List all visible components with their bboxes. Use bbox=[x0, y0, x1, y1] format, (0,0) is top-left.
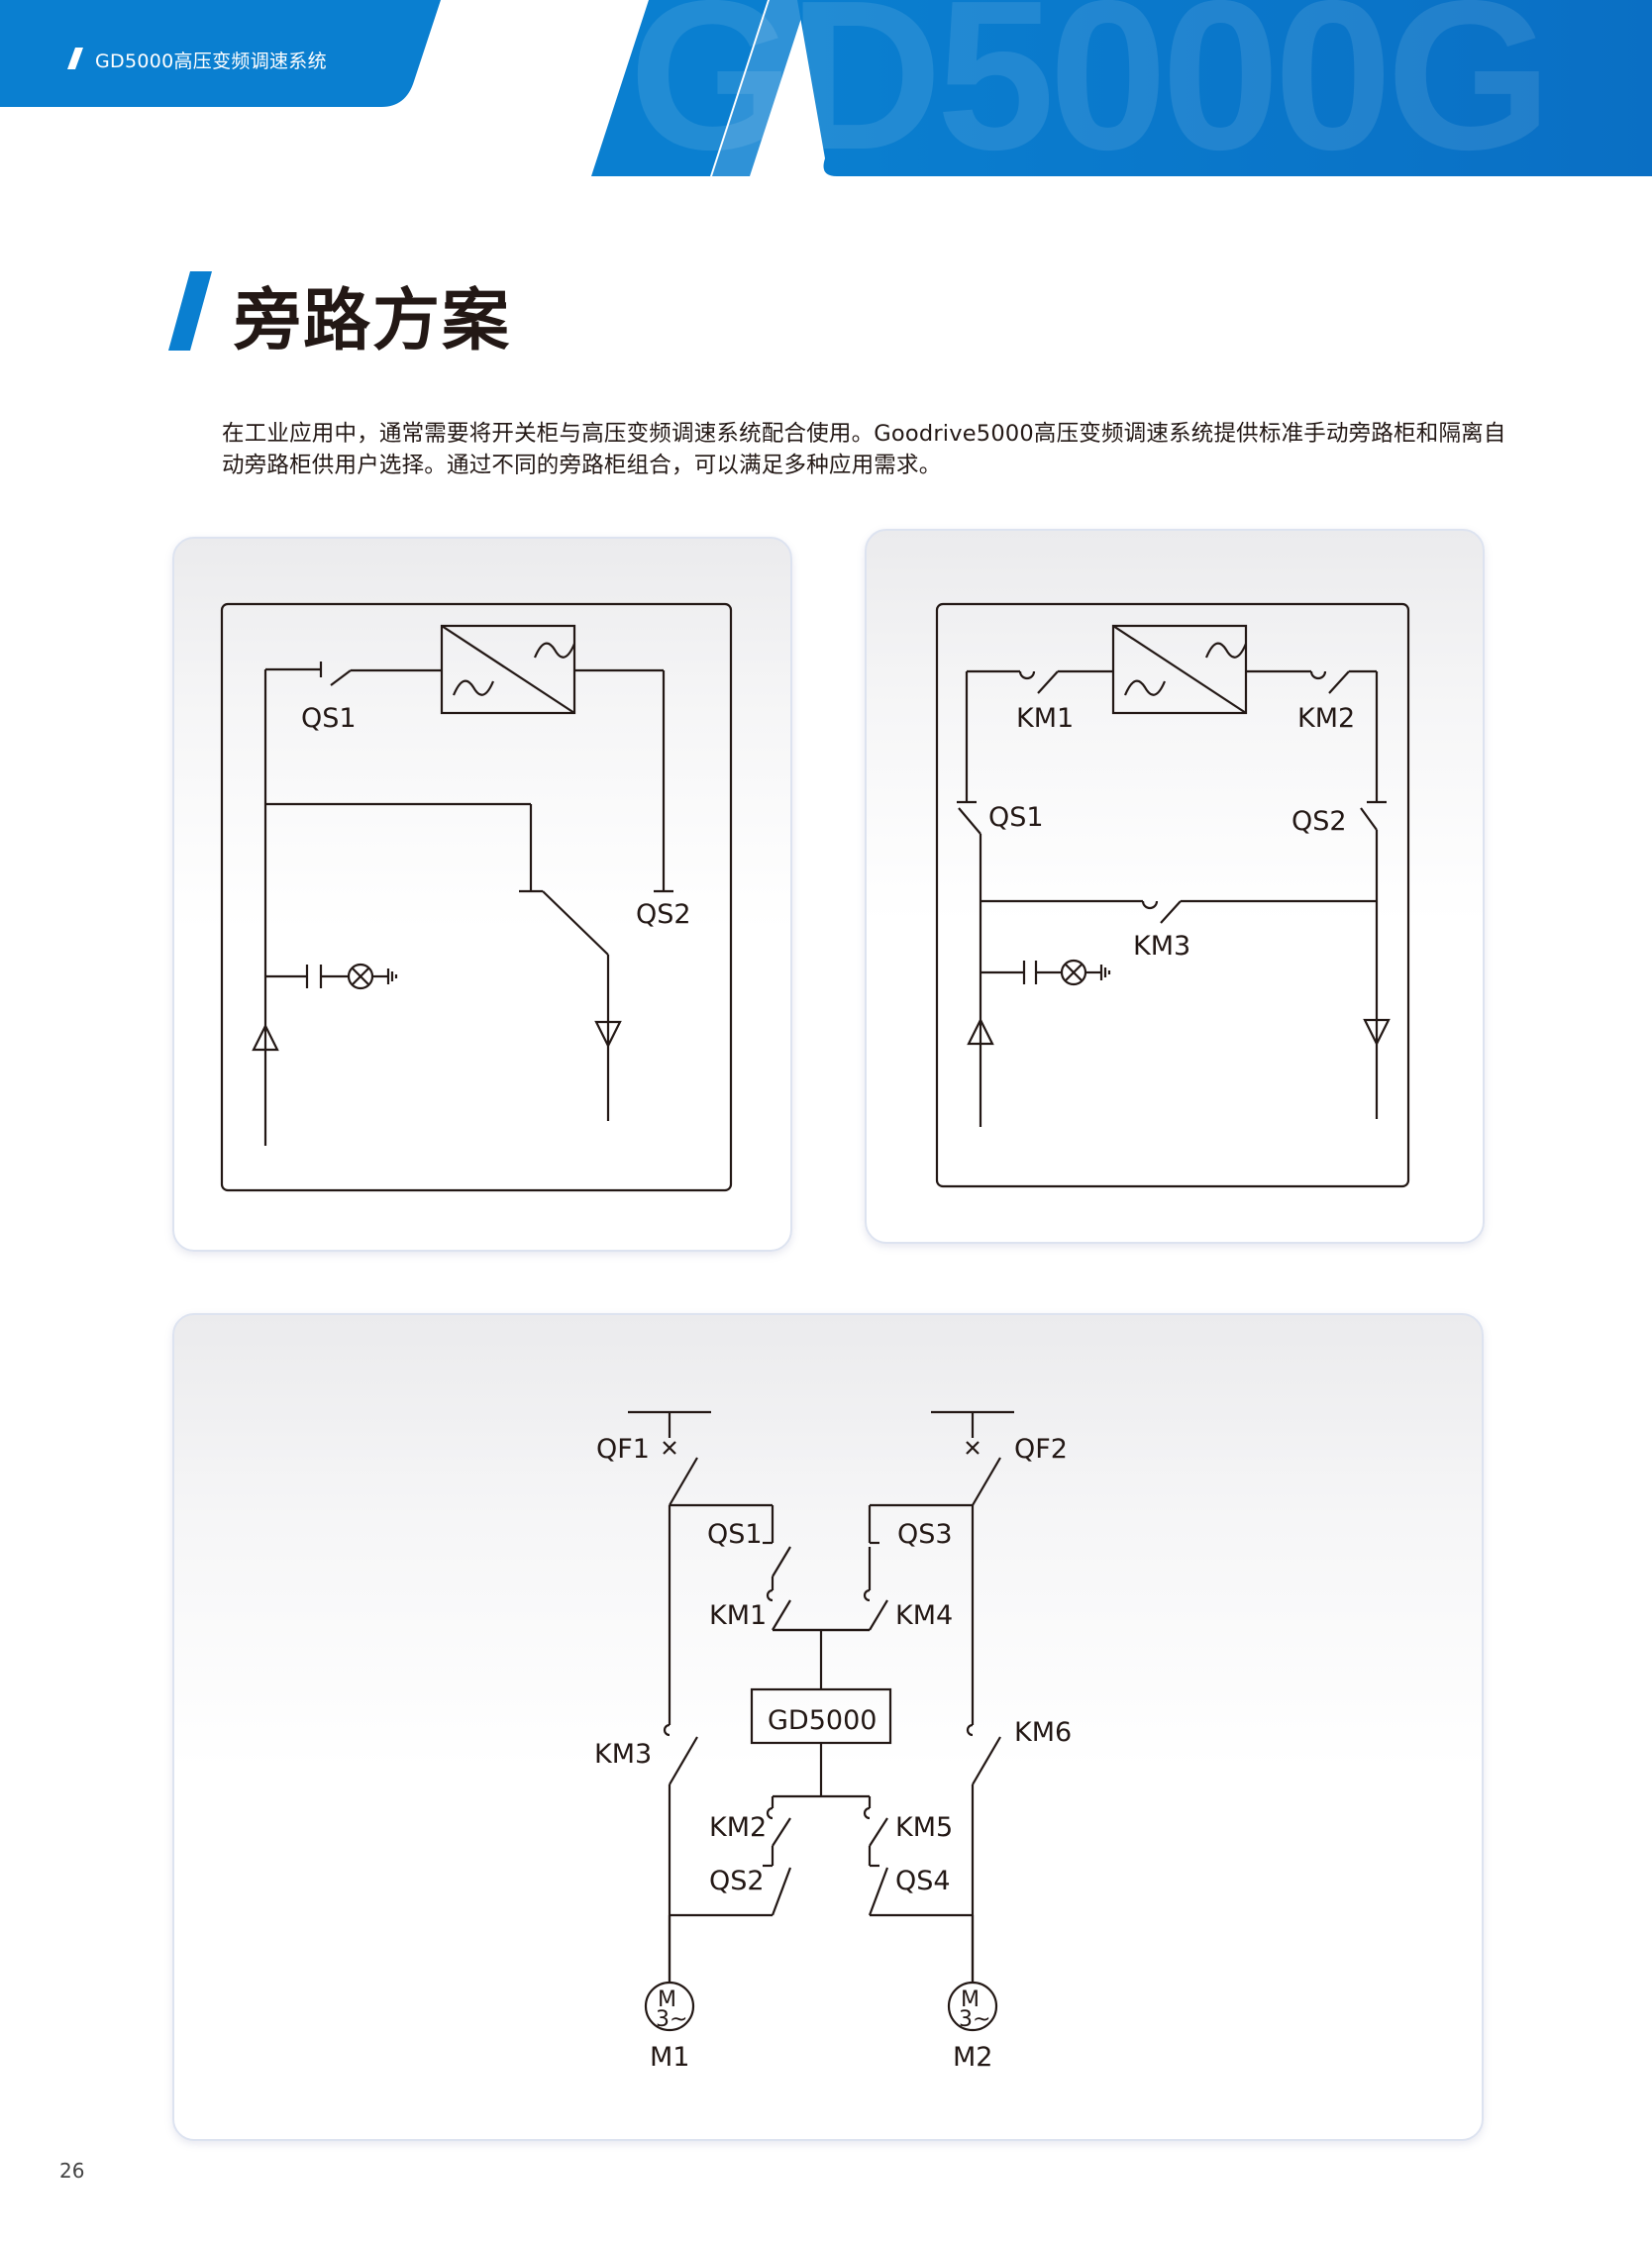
manual-bypass-panel: QS1 QS2 bbox=[172, 537, 792, 1252]
page-number: 26 bbox=[59, 2159, 85, 2183]
inverter-symbol bbox=[440, 624, 576, 715]
m1-letter: M bbox=[658, 1987, 676, 2012]
indicator-lamp-icon bbox=[981, 959, 1111, 986]
title-slash-icon bbox=[168, 271, 212, 351]
label-km5: KM5 bbox=[895, 1812, 953, 1843]
label-qs4: QS4 bbox=[895, 1866, 951, 1896]
dual-motor-diagram: QF1 QF2 QS1 QS3 KM1 KM4 GD5000 KM3 KM6 K… bbox=[594, 1410, 1072, 2073]
m1-phase: 3~ bbox=[656, 2007, 687, 2032]
indicator-lamp-icon bbox=[265, 963, 398, 990]
dual-motor-panel: QF1 QF2 QS1 QS3 KM1 KM4 GD5000 KM3 KM6 K… bbox=[172, 1313, 1484, 2141]
label-qs1: QS1 bbox=[301, 703, 357, 734]
label-m1: M1 bbox=[650, 2042, 689, 2073]
label-m2: M2 bbox=[953, 2042, 992, 2073]
label-km1: KM1 bbox=[1016, 703, 1074, 734]
label-qf1: QF1 bbox=[596, 1434, 650, 1465]
auto-bypass-diagram: KM1 KM2 QS1 QS2 KM3 bbox=[935, 602, 1410, 1188]
m2-phase: 3~ bbox=[959, 2007, 990, 2032]
label-gd5000: GD5000 bbox=[768, 1705, 877, 1736]
label-km3: KM3 bbox=[594, 1739, 652, 1770]
intro-paragraph: 在工业应用中，通常需要将开关柜与高压变频调速系统配合使用。Goodrive500… bbox=[222, 421, 1506, 478]
label-qs3: QS3 bbox=[897, 1519, 953, 1550]
m2-letter: M bbox=[961, 1987, 980, 2012]
series-title: GD5000高压变频调速系统 bbox=[95, 51, 327, 72]
label-km3: KM3 bbox=[1133, 931, 1190, 962]
label-km4: KM4 bbox=[895, 1600, 953, 1631]
header-banner bbox=[0, 0, 441, 107]
label-qs2: QS2 bbox=[1291, 806, 1347, 837]
manual-bypass-diagram: QS1 QS2 bbox=[220, 602, 733, 1192]
label-km1: KM1 bbox=[709, 1600, 767, 1631]
banner-watermark: GD5000G bbox=[629, 0, 1546, 176]
label-qf2: QF2 bbox=[1014, 1434, 1068, 1465]
label-km6: KM6 bbox=[1014, 1717, 1072, 1748]
label-qs1: QS1 bbox=[707, 1519, 763, 1550]
inverter-symbol bbox=[1111, 624, 1248, 715]
label-km2: KM2 bbox=[1297, 703, 1355, 734]
label-qs2: QS2 bbox=[709, 1866, 765, 1896]
label-km2: KM2 bbox=[709, 1812, 767, 1843]
auto-bypass-panel: KM1 KM2 QS1 QS2 KM3 bbox=[865, 529, 1485, 1244]
label-qs2: QS2 bbox=[636, 899, 691, 930]
label-qs1: QS1 bbox=[988, 802, 1044, 833]
page-title: 旁路方案 bbox=[234, 282, 512, 360]
header-graphic: GD5000G bbox=[591, 0, 1652, 176]
